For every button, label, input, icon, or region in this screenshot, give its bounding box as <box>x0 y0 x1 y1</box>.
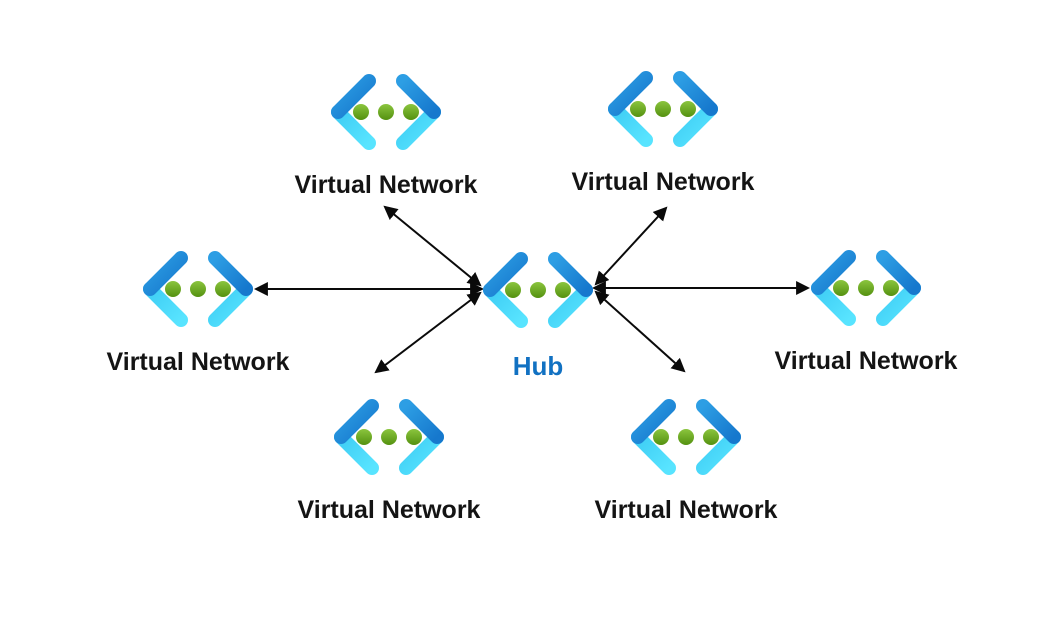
vnet-label: Virtual Network <box>774 347 958 375</box>
vnet-label: Virtual Network <box>106 348 290 376</box>
vnet-node-top-left: Virtual Network <box>276 72 496 201</box>
vnet-node-left: Virtual Network <box>88 249 308 378</box>
connector-hub-to-top-left-vnet <box>383 205 482 287</box>
vnet-label: Virtual Network <box>297 496 481 524</box>
vnet-node-top-right: Virtual Network <box>553 69 773 198</box>
virtual-network-icon <box>326 72 446 152</box>
virtual-network-icon <box>329 397 449 477</box>
vnet-label: Virtual Network <box>571 168 755 196</box>
virtual-network-icon <box>478 250 598 330</box>
vnet-node-right: Virtual Network <box>756 248 976 377</box>
virtual-network-icon <box>138 249 258 329</box>
vnet-label: Virtual Network <box>294 171 478 199</box>
connector-hub-to-top-right-vnet <box>594 206 668 286</box>
vnet-node-bottom-left: Virtual Network <box>279 397 499 526</box>
virtual-network-icon <box>806 248 926 328</box>
virtual-network-icon <box>603 69 723 149</box>
vnet-label: Virtual Network <box>594 496 778 524</box>
vnet-node-bottom-right: Virtual Network <box>576 397 796 526</box>
virtual-network-icon <box>626 397 746 477</box>
connector-hub-to-bottom-left-vnet <box>374 291 482 374</box>
hub-label: Hub <box>512 351 564 381</box>
connector-hub-to-bottom-right-vnet <box>594 290 686 373</box>
hub-node: Hub <box>428 250 648 382</box>
